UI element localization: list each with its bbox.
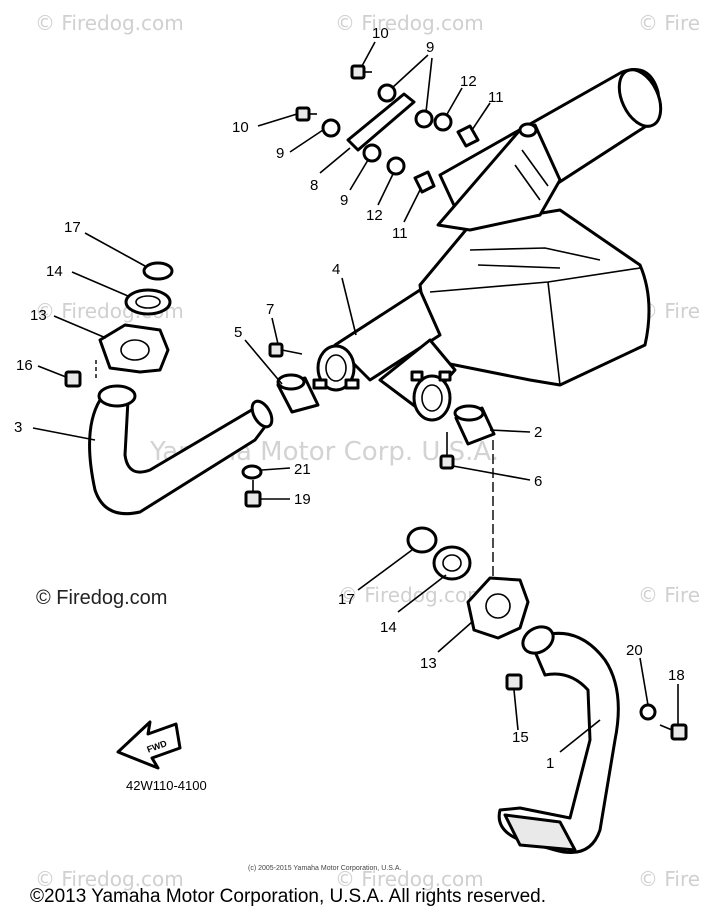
gasket-14-right [432, 545, 472, 581]
watermark-text: © Fire [638, 583, 700, 607]
callout-11: 11 [392, 225, 408, 242]
site-label: © Firedog.com [36, 587, 167, 609]
callout-20: 20 [626, 642, 643, 659]
callout-5: 5 [234, 324, 242, 341]
callout-9: 9 [426, 39, 434, 56]
bolt-7 [268, 342, 303, 358]
gasket-14-left [124, 288, 172, 316]
front-clamp [312, 344, 360, 392]
callout-11: 11 [488, 89, 504, 106]
callout-9: 9 [276, 145, 284, 162]
callout-3: 3 [14, 419, 22, 436]
washer-12-top [433, 112, 453, 132]
nut-16 [64, 370, 82, 388]
callout-17: 17 [64, 219, 81, 236]
callout-9: 9 [340, 192, 348, 209]
watermark-text: © Fire [638, 867, 700, 891]
rear-exhaust-pipe [497, 625, 620, 854]
joint-5 [276, 373, 320, 414]
watermark-text: © Firedog.com [35, 867, 184, 891]
callout-13: 13 [30, 307, 47, 324]
grommet-9-left [321, 118, 341, 138]
callout-16: 16 [16, 357, 33, 374]
front-exhaust-pipe [88, 384, 274, 516]
ring-17-left [142, 261, 174, 281]
callout-1: 1 [546, 755, 554, 772]
rear-clamp [410, 370, 452, 422]
small-copyright: (c) 2005-2015 Yamaha Motor Corporation, … [248, 865, 401, 872]
watermark-text: © Firedog.com [35, 11, 184, 35]
callout-2: 2 [534, 424, 542, 441]
watermark-text: © Firedog.com [335, 867, 484, 891]
callout-10: 10 [372, 25, 389, 42]
nut-15 [505, 673, 523, 691]
fwd-arrow: FWD [116, 720, 182, 770]
callout-6: 6 [534, 473, 542, 490]
watermark-text: © Firedog.com [335, 11, 484, 35]
flange-13-left [98, 323, 170, 374]
callout-15: 15 [512, 729, 529, 746]
bolt-18 [659, 723, 688, 741]
bracket-8 [346, 92, 416, 152]
grommet-9-top [377, 83, 397, 103]
callout-21: 21 [294, 461, 311, 478]
callout-8: 8 [310, 177, 318, 194]
bolt-10-top [350, 64, 372, 80]
bolt-6 [439, 432, 455, 470]
callout-17: 17 [338, 591, 355, 608]
callout-7: 7 [266, 301, 274, 318]
nut-21 [241, 464, 263, 480]
callout-19: 19 [294, 491, 311, 508]
washer-20 [639, 703, 657, 721]
collar-11-bottom [413, 170, 436, 194]
callout-14: 14 [46, 263, 63, 280]
diagram-code: 42W110-4100 [126, 778, 207, 793]
washer-12-bottom [386, 156, 406, 176]
joint-2 [453, 404, 496, 446]
muffler-assembly [312, 68, 663, 422]
footer-copyright: ©2013 Yamaha Motor Corporation, U.S.A. A… [30, 886, 546, 907]
callout-13: 13 [420, 655, 437, 672]
grommet-9-right [414, 109, 434, 129]
callout-18: 18 [668, 667, 685, 684]
watermark-text: © Fire [638, 11, 700, 35]
flange-13-right [466, 576, 530, 640]
callout-numbers: 10 9 12 11 10 9 8 9 12 11 17 14 13 16 3 … [14, 25, 685, 772]
grommet-9-bottom [362, 143, 382, 163]
watermark-text: © Firedog.com [338, 583, 487, 607]
bolt-19 [244, 480, 262, 508]
callout-4: 4 [332, 261, 340, 278]
callout-12: 12 [366, 207, 383, 224]
ring-17-right [406, 526, 438, 554]
callout-12: 12 [460, 73, 477, 90]
bolt-10-left [295, 106, 317, 122]
leader-lines [32, 41, 679, 753]
collar-11-top [456, 124, 480, 148]
callout-10: 10 [232, 119, 249, 136]
callout-14: 14 [380, 619, 397, 636]
hardware-group [295, 64, 480, 194]
